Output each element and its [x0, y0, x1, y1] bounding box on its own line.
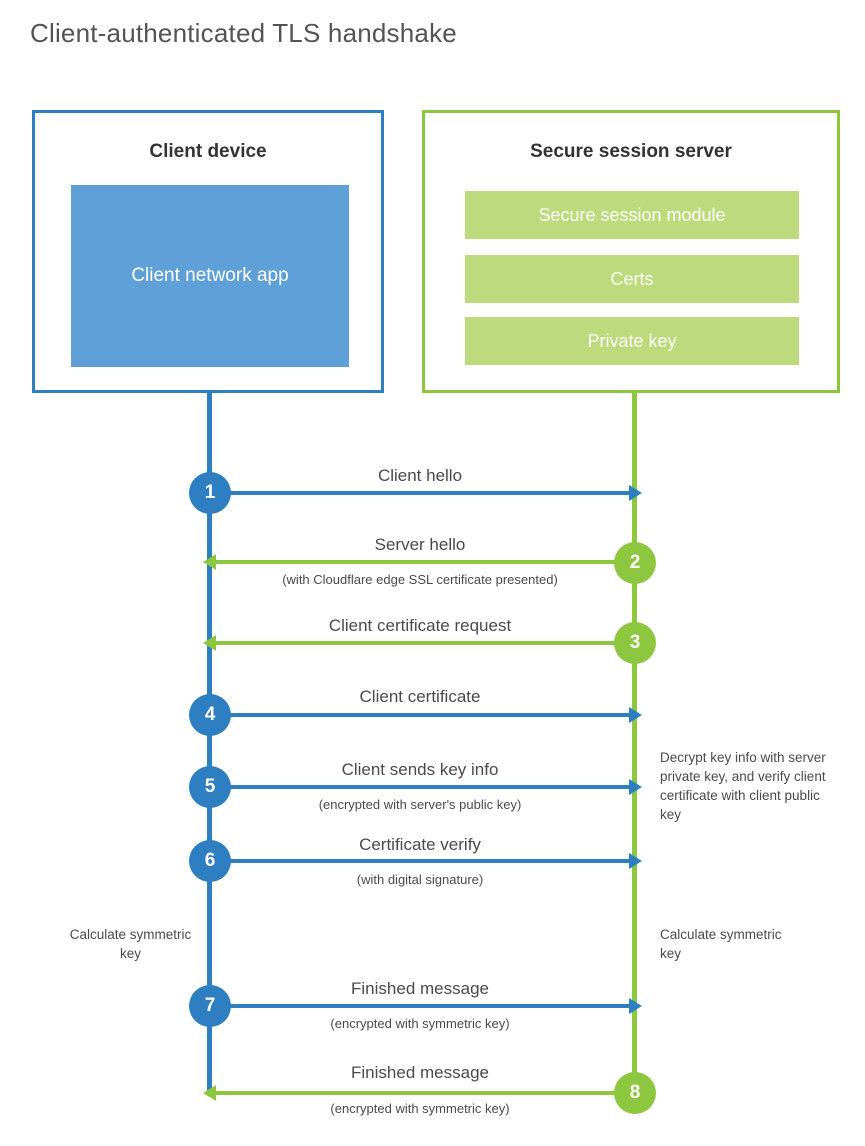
arrow-step-7 [210, 998, 642, 1014]
arrowhead-right-icon [629, 707, 642, 723]
arrow-step-2 [203, 554, 633, 570]
step-3-label: Client certificate request [328, 616, 512, 635]
client-network-app-box: Client network app [71, 185, 349, 367]
step-6-sublabel: (with digital signature) [356, 872, 484, 887]
client-calculate-symmetric-key-note: Calculate symmetric key [69, 927, 192, 962]
arrowhead-right-icon [629, 998, 642, 1014]
arrowhead-right-icon [629, 485, 642, 501]
step-circle-2: 2 [614, 542, 656, 584]
arrow-step-1 [210, 485, 642, 501]
server-lifeline [632, 393, 637, 1093]
server-module-private-key: Private key [465, 317, 799, 365]
step-5-label: Client sends key info [341, 760, 499, 779]
arrow-step-5 [210, 779, 642, 795]
arrow-step-6 [210, 853, 642, 869]
arrow-step-8 [203, 1085, 633, 1101]
step-circle-7: 7 [189, 985, 231, 1027]
arrowhead-left-icon [203, 635, 216, 651]
step-2-label: Server hello [374, 535, 466, 554]
arrowhead-left-icon [203, 554, 216, 570]
client-device-title: Client device [149, 141, 267, 162]
step-circle-1: 1 [189, 472, 231, 514]
secure-session-server-title: Secure session server [530, 141, 732, 162]
step-2-sublabel: (with Cloudflare edge SSL certificate pr… [282, 572, 558, 587]
step-circle-5: 5 [189, 766, 231, 808]
step-circle-4: 4 [189, 694, 231, 736]
step-circle-8: 8 [614, 1072, 656, 1114]
step-circle-3: 3 [614, 622, 656, 664]
step-circle-6: 6 [189, 840, 231, 882]
step-1-label: Client hello [377, 466, 463, 485]
step-5-sublabel: (encrypted with server's public key) [318, 797, 522, 812]
secure-session-server-box: Secure session server Secure session mod… [422, 110, 840, 393]
arrowhead-right-icon [629, 779, 642, 795]
server-decrypt-note: Decrypt key info with server private key… [660, 750, 826, 823]
arrowhead-left-icon [203, 1085, 216, 1101]
step-7-sublabel: (encrypted with symmetric key) [330, 1016, 510, 1031]
step-6-label: Certificate verify [359, 835, 481, 854]
step-4-label: Client certificate [359, 687, 481, 706]
client-device-box: Client device Client network app [32, 110, 384, 393]
page-title: Client-authenticated TLS handshake [30, 18, 457, 48]
server-calculate-symmetric-key-note: Calculate symmetric key [660, 927, 782, 962]
arrowhead-right-icon [629, 853, 642, 869]
arrow-step-4 [210, 707, 642, 723]
step-7-label: Finished message [351, 979, 489, 998]
step-8-sublabel: (encrypted with symmetric key) [330, 1101, 510, 1116]
client-lifeline [207, 393, 212, 1093]
arrow-step-3 [203, 635, 633, 651]
server-module-secure-session-module: Secure session module [465, 191, 799, 239]
server-module-certs: Certs [465, 255, 799, 303]
step-8-label: Finished message [351, 1063, 489, 1082]
